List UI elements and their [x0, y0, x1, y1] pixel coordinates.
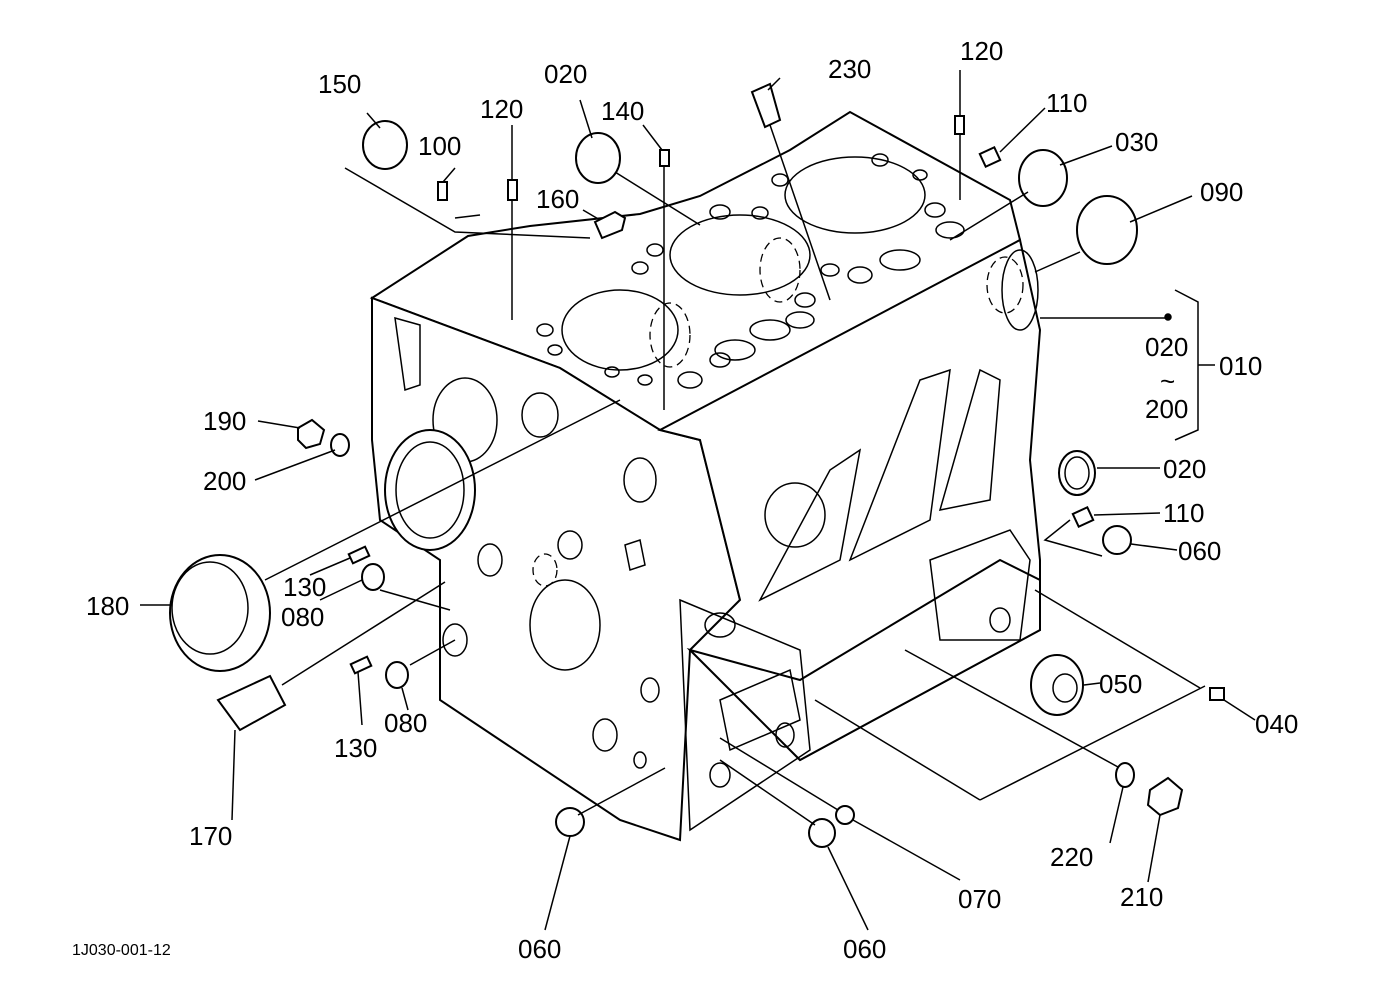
label-020-top: 020	[544, 59, 587, 89]
label-060-bottom-left: 060	[518, 934, 561, 964]
label-130-lower: 130	[334, 733, 377, 763]
part-050-seal	[1030, 654, 1084, 716]
part-120-pin-left	[507, 179, 518, 201]
part-130-pin-upper	[347, 545, 371, 565]
label-160: 160	[536, 184, 579, 214]
label-050: 050	[1099, 669, 1142, 699]
part-080-plug-lower	[385, 661, 409, 689]
part-110-pin-right	[1071, 505, 1095, 529]
part-220-washer	[1115, 762, 1135, 788]
label-180: 180	[86, 591, 129, 621]
part-060-plug-bottom-mid	[808, 818, 836, 848]
label-120-right: 120	[960, 36, 1003, 66]
part-020-plug-top	[575, 132, 621, 184]
part-180-ring	[169, 554, 271, 672]
part-110-pin-top	[978, 145, 1002, 169]
part-130-pin-lower	[349, 655, 373, 675]
label-020-range-start: 020	[1145, 332, 1188, 362]
part-150-plug	[362, 120, 408, 170]
label-060-bottom-mid: 060	[843, 934, 886, 964]
label-110-top: 110	[1046, 88, 1087, 118]
label-170: 170	[189, 821, 232, 851]
label-range-tilde: ~	[1160, 366, 1175, 396]
part-030-plug	[1018, 149, 1068, 207]
label-150: 150	[318, 69, 361, 99]
part-090-plug	[1076, 195, 1138, 265]
label-010: 010	[1219, 351, 1262, 381]
label-200-range-end: 200	[1145, 394, 1188, 424]
parts	[169, 82, 1225, 848]
cylinder-block	[369, 110, 1042, 842]
label-100: 100	[418, 131, 461, 161]
part-170-plug	[216, 674, 287, 732]
part-140-pin	[659, 149, 670, 167]
label-230: 230	[828, 54, 871, 84]
part-080-plug-upper	[361, 563, 385, 591]
deck-holes	[536, 153, 965, 389]
part-190-bolt	[297, 418, 326, 450]
label-080-lower: 080	[384, 708, 427, 738]
label-030: 030	[1115, 127, 1158, 157]
part-040-plug	[1209, 687, 1225, 701]
label-080-upper: 080	[281, 602, 324, 632]
label-020-right: 020	[1163, 454, 1206, 484]
label-060-right: 060	[1178, 536, 1221, 566]
part-060-plug-right	[1102, 525, 1132, 555]
label-220: 220	[1050, 842, 1093, 872]
part-070-plug	[835, 805, 855, 825]
label-190: 190	[203, 406, 246, 436]
drawing-code: 1J030-001-12	[72, 942, 171, 959]
leader-lines	[140, 70, 1256, 931]
label-210: 210	[1120, 882, 1163, 912]
label-090: 090	[1200, 177, 1243, 207]
part-230-plug	[750, 82, 782, 129]
part-200-washer	[330, 433, 350, 457]
part-120-pin-right	[954, 115, 965, 135]
part-210-bolt	[1146, 776, 1184, 817]
label-200-left: 200	[203, 466, 246, 496]
part-labels: 150 100 120 020 140 160 230 120 110 030 …	[72, 36, 1298, 964]
label-130-upper: 130	[283, 572, 326, 602]
label-110-right: 110	[1163, 498, 1204, 528]
part-100-pin	[437, 181, 448, 201]
label-070: 070	[958, 884, 1001, 914]
part-060-plug-bottom-left	[555, 807, 585, 837]
label-120-left: 120	[480, 94, 523, 124]
label-040: 040	[1255, 709, 1298, 739]
part-160-fitting	[593, 210, 627, 240]
label-140: 140	[601, 96, 644, 126]
